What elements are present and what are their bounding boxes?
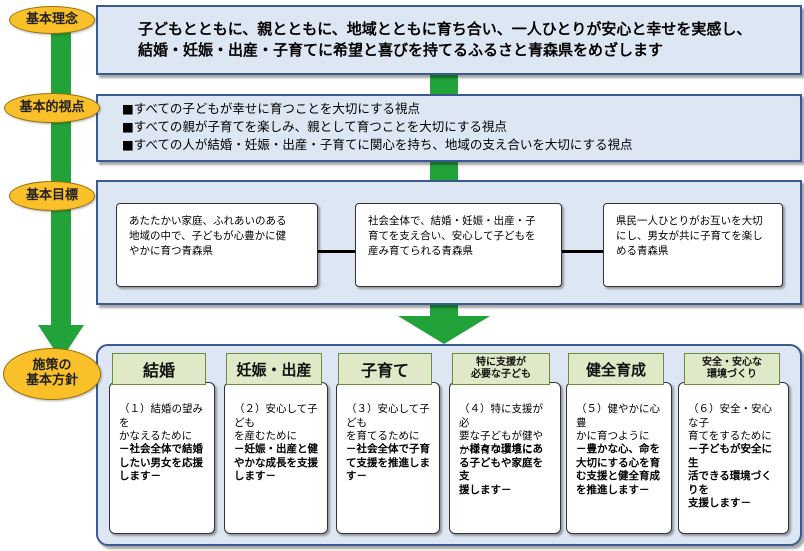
policy-statement: －豊かな心、命を大切にする心を育む支援と健全育成を推進します－	[576, 443, 661, 496]
goal-text-line: 地域の中で、子どもが心豊かに健	[129, 230, 287, 242]
policy-statement: －社会全体で結婚したい男女を応援します－	[119, 443, 203, 482]
label-goals: 基本目標	[9, 181, 95, 211]
viewpoint-item: ■すべての人が結婚・妊娠・出産・子育てに関心を持ち、地域の支え合いを大切にする視…	[122, 137, 633, 152]
goal-box-2: 社会全体で、結婚・妊娠・出産・子 育てを支え合い、安心して子どもを 産み育てられ…	[355, 203, 562, 287]
principle-line-1: 子どもとともに、親とともに、地域とともに育ち合い、一人ひとりが安心と幸せを実感し…	[138, 20, 752, 38]
policy-tab-2: 妊娠・出産	[226, 353, 322, 385]
goal-text-line: める青森県	[616, 245, 669, 257]
goal-text-line: にし、男女が共に子育てを楽し	[616, 230, 763, 242]
policy-aim: （２）安心して子どもを産むために	[234, 403, 318, 442]
policy-card-1: （１）結婚の望みをかなえるために －社会全体で結婚したい男女を応援します－	[109, 382, 215, 534]
policy-statement: －妊娠・出産と健やかな成長を支援します－	[234, 443, 318, 482]
goal-text-line: やかに育つ青森県	[129, 245, 213, 257]
principle-panel: 子どもとともに、親とともに、地域とともに育ち合い、一人ひとりが安心と幸せを実感し…	[96, 5, 802, 75]
policy-card-4: （４）特に支援が必要な子どもが健やかに育つように －様々な環境にある子どもや家庭…	[449, 382, 561, 534]
goal-box-3: 県民一人ひとりがお互いを大切 にし、男女が共に子育てを楽し める青森県	[603, 203, 783, 287]
label-viewpoints: 基本的視点	[4, 93, 100, 123]
viewpoint-item: ■すべての子どもが幸せに育つことを大切にする視点	[122, 101, 421, 116]
policy-statement: －様々な環境にある子どもや家庭を支援します－	[459, 443, 543, 496]
policy-aim: （１）結婚の望みをかなえるために	[119, 403, 203, 442]
goal-text-line: 育てを支え合い、安心して子どもを	[368, 230, 536, 242]
policy-statement: －子どもが安全に生活できる環境づくりを支援します－	[688, 443, 772, 509]
policy-tab-6: 安全・安心な 環境づくり	[684, 353, 780, 385]
center-down-arrow	[398, 302, 490, 344]
policy-aim: （５）健やかに心豊かに育つように	[576, 403, 660, 442]
policy-card-3: （３）安心して子どもを育てるために －社会全体で子育て支援を推進します－	[336, 382, 440, 534]
policy-tab-1: 結婚	[112, 353, 206, 385]
policy-tab-3: 子育て	[338, 353, 432, 385]
policy-card-5: （５）健やかに心豊かに育つように －豊かな心、命を大切にする心を育む支援と健全育…	[566, 382, 672, 534]
policy-aim: （４）特に支援が必要な子どもが健やかに育つように	[459, 403, 543, 456]
policy-aim: （３）安心して子どもを育てるために	[346, 403, 430, 442]
goal-text-line: 産み育てられる青森県	[368, 245, 473, 257]
viewpoint-item: ■すべての親が子育てを楽しみ、親として育つことを大切にする視点	[122, 119, 507, 134]
policy-card-2: （２）安心して子どもを産むために －妊娠・出産と健やかな成長を支援します－	[224, 382, 328, 534]
policy-tab-5: 健全育成	[568, 353, 664, 385]
connector-principle-viewpoint	[430, 74, 458, 94]
goal-text-line: 社会全体で、結婚・妊娠・出産・子	[368, 215, 536, 227]
goal-text-line: あたたかい家庭、ふれあいのある	[129, 215, 287, 227]
label-policies: 施策の 基本方針	[3, 348, 101, 400]
policy-card-6: （６）安全・安心な子育てをするために －子どもが安全に生活できる環境づくりを支援…	[678, 382, 789, 534]
goal-box-1: あたたかい家庭、ふれあいのある 地域の中で、子どもが心豊かに健 やかに育つ青森県	[116, 203, 318, 287]
policy-statement: －社会全体で子育て支援を推進します－	[346, 443, 430, 482]
label-principle: 基本理念	[9, 6, 95, 34]
principle-line-2: 結婚・妊娠・出産・子育てに希望と喜びを持てるふるさと青森県をめざします	[138, 41, 664, 59]
goal-text-line: 県民一人ひとりがお互いを大切	[616, 215, 763, 227]
policy-tab-4: 特に支援が 必要な子ども	[452, 353, 550, 385]
connector-viewpoint-goal	[430, 162, 458, 180]
policy-aim: （６）安全・安心な子育てをするために	[688, 403, 772, 442]
viewpoints-panel: ■すべての子どもが幸せに育つことを大切にする視点 ■すべての親が子育てを楽しみ、…	[96, 94, 802, 162]
